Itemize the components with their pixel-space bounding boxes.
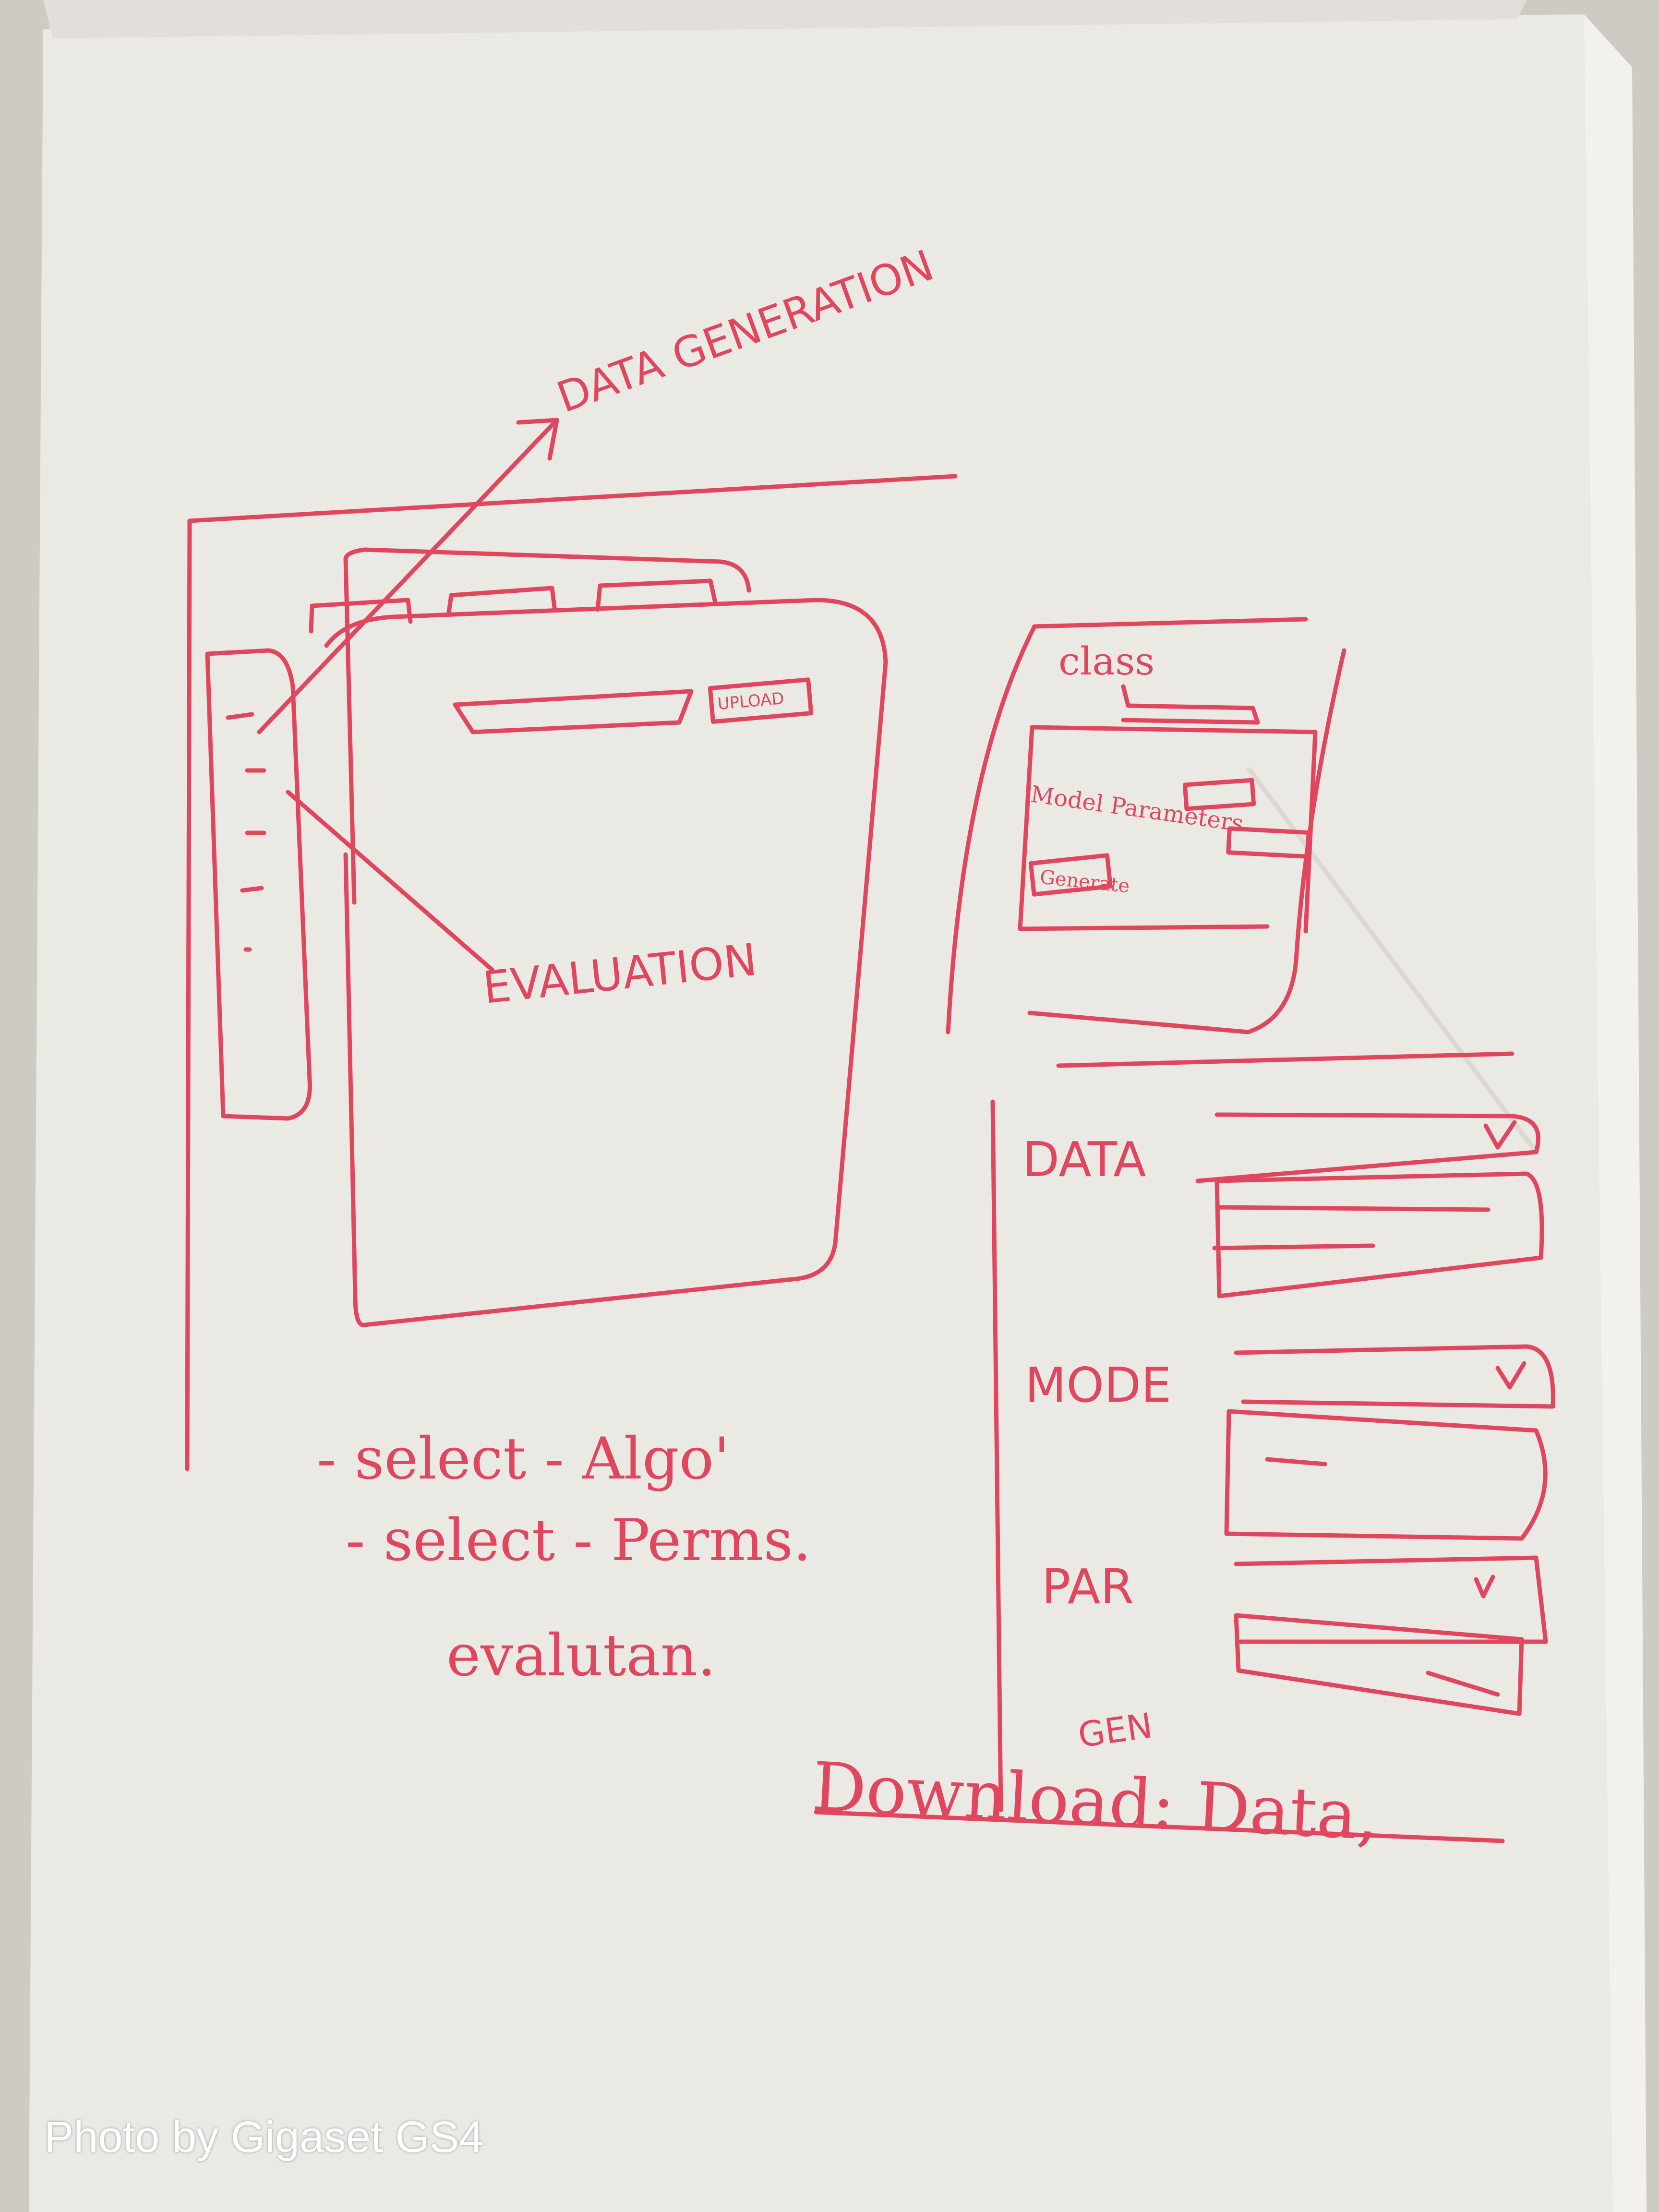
paper-sheet <box>29 14 1642 2212</box>
sketch-outer-frame-left <box>185 518 192 1471</box>
sketch-par-list <box>1234 1613 1524 1716</box>
sketch-generate-button-box <box>1028 853 1113 897</box>
sketch-class-panel <box>946 617 1346 1034</box>
sketch-arrow-to-data-generation <box>257 418 559 734</box>
sketch-sidebar-item-4 <box>240 886 264 893</box>
sketch-dropdown-1 <box>1182 778 1256 811</box>
sketch-data-list <box>1212 1171 1544 1298</box>
class-panel-title: class <box>1058 639 1154 684</box>
sketch-data-select <box>1195 1112 1540 1183</box>
sketch-upload-field <box>453 689 694 734</box>
sketch-right-panel-left <box>990 1099 1003 1812</box>
sketch-right-panel-top <box>1056 1051 1515 1068</box>
sketch-main-divider <box>343 557 357 905</box>
paper-right-edge <box>1584 14 1647 2212</box>
sketch-tab-2 <box>446 586 557 614</box>
sketch-tab-bar <box>343 547 751 593</box>
sketch-class-field <box>1121 684 1260 725</box>
sketch-par-select <box>1234 1555 1548 1644</box>
sketch-mode-select <box>1234 1344 1555 1409</box>
sketch-arrow-to-evaluation <box>286 790 494 972</box>
paper-top-roll <box>43 0 1527 38</box>
right-label-par: PAR <box>1042 1559 1134 1615</box>
sketch-check-2 <box>1495 1361 1527 1390</box>
sketch-mode-list <box>1224 1409 1548 1541</box>
step-select-algo: - select - Algo' <box>317 1426 730 1492</box>
right-label-data: DATA <box>1022 1131 1146 1188</box>
step-select-perms: - select - Perms. <box>346 1507 811 1574</box>
sketch-outer-frame-top <box>187 474 958 523</box>
sketch-check-3 <box>1474 1575 1495 1599</box>
sketch-arrow-head-top <box>516 418 559 461</box>
sketch-download-underline <box>814 1810 1505 1843</box>
sketch-upload-button-box <box>708 677 814 724</box>
photo-credit: Photo by Gigaset GS4 <box>44 2113 484 2162</box>
step-evaluation: evalutan. <box>446 1623 716 1689</box>
right-label-mode: MODE <box>1025 1357 1171 1413</box>
sketch-tab-3 <box>595 578 718 612</box>
sketch-sidebar <box>205 648 312 1121</box>
sketch-check-1 <box>1483 1120 1517 1150</box>
sketch-tab-1 <box>309 598 413 634</box>
sketch-sidebar-item-1 <box>226 712 254 720</box>
sketch-dropdown-2 <box>1226 826 1311 859</box>
